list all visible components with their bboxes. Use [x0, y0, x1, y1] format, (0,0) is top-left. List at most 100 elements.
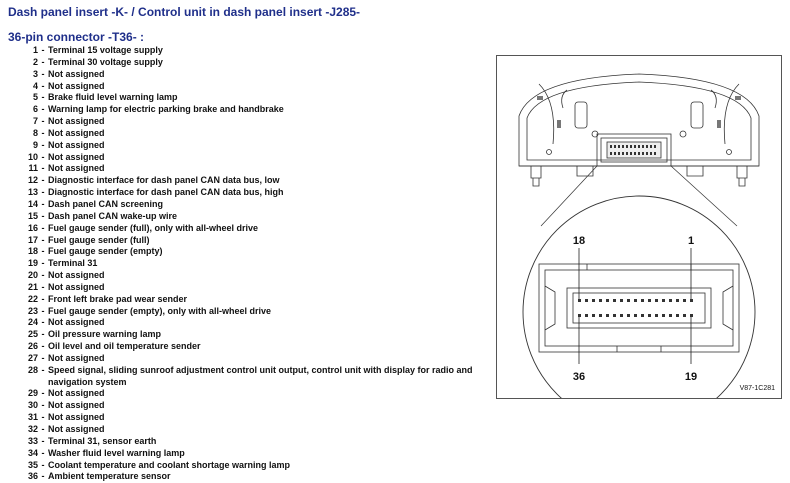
pin-row: 30-Not assigned — [8, 400, 496, 412]
pin-number: 2 — [32, 56, 38, 67]
pin-number: 19 — [27, 258, 38, 269]
pin-description: Oil pressure warning lamp — [48, 329, 162, 340]
pin-row: 35-Coolant temperature and coolant short… — [8, 460, 496, 472]
pin-row: 17-Fuel gauge sender (full) — [8, 235, 496, 247]
pin-row: 6-Warning lamp for electric parking brak… — [8, 104, 496, 116]
pin-separator: - — [41, 281, 45, 292]
pin-number: 34 — [27, 447, 38, 458]
pin-separator: - — [41, 329, 45, 340]
pin-separator: - — [41, 459, 45, 470]
pin-separator: - — [41, 222, 45, 233]
pin-number: 26 — [27, 341, 38, 352]
connector-diagram-svg: 18 1 36 19 V87-1C281 — [518, 73, 775, 398]
pin-description: Terminal 31 — [48, 258, 98, 269]
pin-row: 28-Speed signal, sliding sunroof adjustm… — [8, 365, 496, 389]
pin-description: Not assigned — [48, 139, 105, 150]
pin-row: 2-Terminal 30 voltage supply — [8, 57, 496, 69]
pin-description: Ambient temperature sensor — [48, 471, 171, 482]
pin-row: 3-Not assigned — [8, 69, 496, 81]
pin-row: 29-Not assigned — [8, 388, 496, 400]
pin-description: Warning lamp for electric parking brake … — [48, 104, 284, 115]
pin-description: Front left brake pad wear sender — [48, 293, 188, 304]
pin-description: Terminal 30 voltage supply — [48, 56, 163, 67]
pin-label-18: 18 — [573, 235, 585, 247]
pin-number: 13 — [27, 187, 38, 198]
pin-number: 14 — [27, 198, 38, 209]
magnifier-leaders — [540, 165, 738, 227]
pin-row: 11-Not assigned — [8, 163, 496, 175]
pin-number: 24 — [27, 317, 38, 328]
dash-panel-housing — [518, 73, 760, 187]
pin-description: Not assigned — [48, 127, 105, 138]
pin-number: 6 — [32, 104, 38, 115]
pin-description: Fuel gauge sender (full), only with all-… — [48, 222, 259, 233]
pin-row: 5-Brake fluid level warning lamp — [8, 92, 496, 104]
pin-separator: - — [41, 127, 45, 138]
pin-row: 1-Terminal 15 voltage supply — [8, 45, 496, 57]
pin-description: Dash panel CAN wake-up wire — [48, 210, 178, 221]
pin-separator: - — [41, 151, 45, 162]
pin-number: 36 — [27, 471, 38, 482]
pin-description: Washer fluid level warning lamp — [48, 447, 185, 458]
pin-row: 18-Fuel gauge sender (empty) — [8, 246, 496, 258]
pin-separator: - — [41, 246, 45, 257]
magnified-pin-row-bottom — [578, 314, 693, 317]
pin-description: Not assigned — [48, 116, 105, 127]
pin-separator: - — [41, 56, 45, 67]
pin-number: 11 — [28, 163, 38, 174]
magnified-connector — [538, 263, 740, 353]
pin-description: Not assigned — [48, 281, 105, 292]
pin-number: 16 — [27, 222, 38, 233]
cluster-connector-socket — [596, 133, 672, 167]
pin-separator: - — [41, 400, 45, 411]
magnifier-circle — [522, 195, 756, 398]
pin-separator: - — [41, 412, 45, 423]
pin-separator: - — [41, 80, 45, 91]
pin-description: Not assigned — [48, 388, 105, 399]
connector-heading: 36-pin connector -T36- : — [8, 30, 145, 44]
pin-number: 5 — [32, 92, 38, 103]
pin-number: 33 — [27, 435, 38, 446]
pin-number: 29 — [27, 388, 38, 399]
pin-description: Oil level and oil temperature sender — [48, 341, 201, 352]
pin-number: 22 — [27, 293, 38, 304]
cluster-connector-pins — [610, 145, 656, 155]
pin-separator: - — [41, 341, 45, 352]
pin-number: 8 — [32, 127, 38, 138]
pin-separator: - — [41, 139, 45, 150]
pin-row: 14-Dash panel CAN screening — [8, 199, 496, 211]
pin-separator: - — [41, 92, 45, 103]
pin-number: 32 — [27, 424, 38, 434]
pin-separator: - — [41, 447, 45, 458]
pin-row: 20-Not assigned — [8, 270, 496, 282]
pin-separator: - — [41, 210, 45, 221]
pin-row: 13-Diagnostic interface for dash panel C… — [8, 187, 496, 199]
pin-separator: - — [41, 364, 45, 375]
pin-number: 28 — [27, 364, 38, 375]
pin-description: Not assigned — [48, 352, 105, 363]
pin-separator: - — [41, 68, 45, 79]
pin-description: Terminal 31, sensor earth — [48, 435, 157, 446]
pin-description: Not assigned — [48, 317, 105, 328]
pin-description: Fuel gauge sender (empty) — [48, 246, 163, 257]
pin-row: 23-Fuel gauge sender (empty), only with … — [8, 306, 496, 318]
pin-row: 16-Fuel gauge sender (full), only with a… — [8, 223, 496, 235]
pin-separator: - — [41, 175, 45, 186]
connector-diagram: 18 1 36 19 V87-1C281 — [496, 55, 782, 399]
pin-row: 33-Terminal 31, sensor earth — [8, 436, 496, 448]
pin-description: Not assigned — [48, 68, 105, 79]
cluster-rear-detail — [537, 96, 741, 128]
pin-row: 27-Not assigned — [8, 353, 496, 365]
pin-row: 8-Not assigned — [8, 128, 496, 140]
pin-number: 15 — [27, 210, 38, 221]
pin-row: 7-Not assigned — [8, 116, 496, 128]
pin-separator: - — [41, 187, 45, 198]
pin-separator: - — [41, 352, 45, 363]
pin-description: Not assigned — [48, 151, 105, 162]
pin-number: 31 — [27, 412, 38, 423]
pin-row: 22-Front left brake pad wear sender — [8, 294, 496, 306]
pin-row: 21-Not assigned — [8, 282, 496, 294]
pin-separator: - — [41, 116, 45, 127]
pin-number: 23 — [27, 305, 38, 316]
